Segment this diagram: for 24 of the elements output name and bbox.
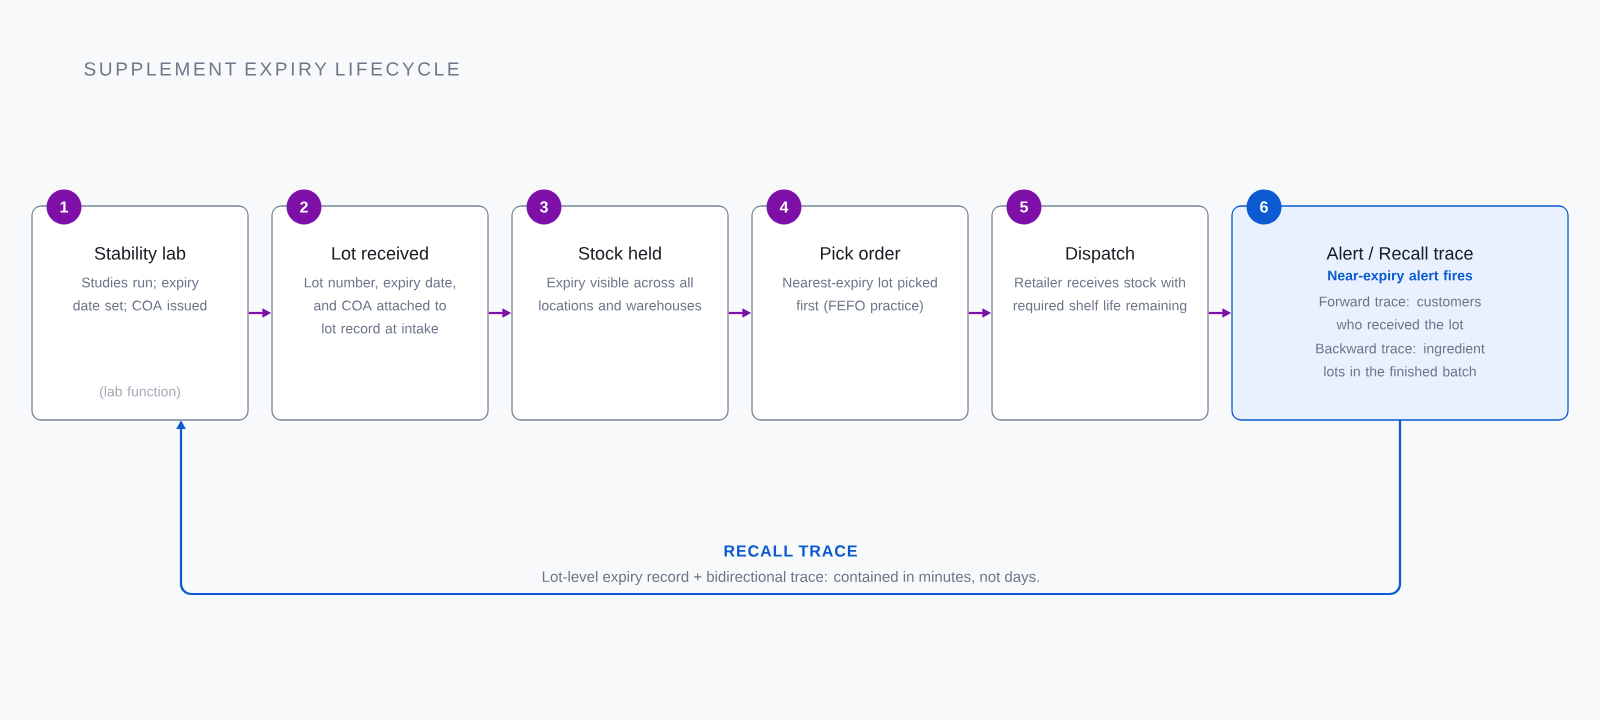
step-description: Lot number, expiry date, and COA attached to lot record at intake [304, 277, 455, 334]
diagram-title: SUPPLEMENT EXPIRY LIFECYCLE [84, 62, 459, 76]
step-note: (lab function) [100, 386, 180, 400]
step-description: Nearest-expiry lot picked first (FEFO practice) [783, 277, 937, 314]
step-description: Expiry visible across all locations and warehouses [539, 277, 702, 311]
edge-label: RECALL TRACE [720, 542, 861, 560]
step-number-badge: 4 [766, 189, 802, 225]
step-title: Stock held [578, 246, 661, 260]
step-description: Retailer receives stock with required shelf life remaining [1013, 277, 1187, 314]
alert-text: Near-expiry alert fires [1328, 270, 1473, 284]
step-title: Stability lab [94, 246, 186, 264]
step-number-badge: 5 [1006, 189, 1042, 225]
step-number-badge: 2 [286, 189, 322, 225]
step-number-badge: 1 [46, 189, 82, 225]
step-number-badge: 3 [526, 189, 562, 225]
step-description: Forward trace: customers who received the lot [1319, 296, 1481, 330]
step-number-badge: 6 [1246, 189, 1282, 225]
step-title: Alert / Recall trace [1326, 246, 1473, 260]
step-title: Dispatch [1066, 246, 1134, 264]
step-title: Pick order [821, 246, 901, 260]
step-title: Lot received [332, 246, 428, 260]
step-description: Backward trace: ingredient lots in the finished batch [1316, 343, 1485, 377]
step-description: Studies run; expiry date set; COA issued [73, 277, 207, 313]
note-text: Lot-level expiry record + bidirectional trace: contained in minutes, not days. [542, 571, 1039, 585]
